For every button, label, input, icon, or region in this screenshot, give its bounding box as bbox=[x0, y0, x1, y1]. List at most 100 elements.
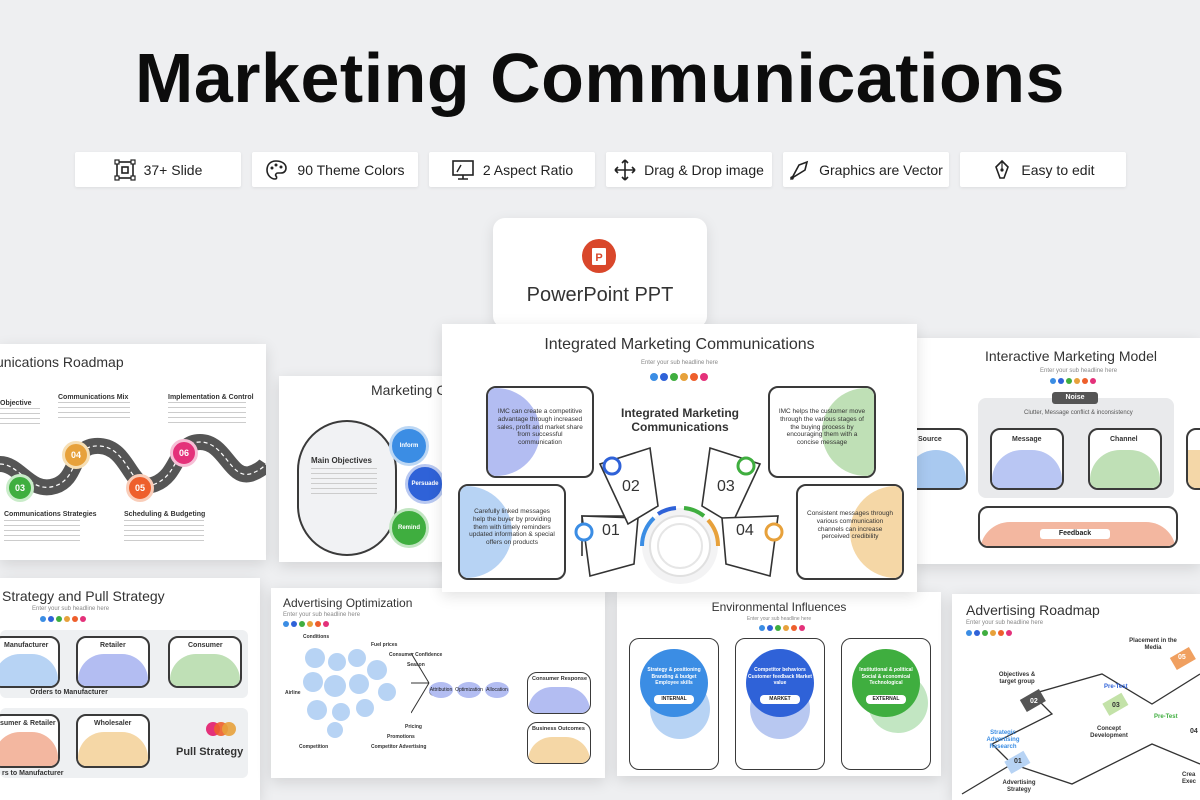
roadmap-label: Concept Development bbox=[1090, 726, 1128, 740]
powerpoint-card: P PowerPoint PPT bbox=[493, 218, 707, 328]
noise-subtitle: Clutter, Message conflict & inconsistenc… bbox=[1024, 410, 1133, 416]
slide-subtitle: Enter your sub headline here bbox=[966, 620, 1044, 626]
slide-title: Strategy and Pull Strategy bbox=[2, 588, 165, 604]
feedback-loop bbox=[978, 506, 1178, 548]
body-text-placeholder bbox=[168, 402, 246, 424]
node-receiver bbox=[1186, 428, 1200, 490]
segment-number: 04 bbox=[736, 522, 754, 539]
body-text-placeholder bbox=[124, 520, 204, 542]
roadmap-label: Pre-Test bbox=[1104, 684, 1128, 690]
slide-subtitle: Enter your sub headline here bbox=[283, 612, 361, 618]
monitor-icon bbox=[452, 159, 474, 180]
outcome-consumer-response: Consumer Response bbox=[527, 672, 591, 714]
node-remind: Remind bbox=[389, 508, 429, 548]
factor-label: Airline bbox=[285, 690, 301, 696]
slide-frame-icon bbox=[114, 158, 136, 181]
pull-dot bbox=[222, 722, 236, 736]
roadmap-label: Placement in the Media bbox=[1129, 638, 1177, 652]
node-consumer-retailer: sumer & Retailer bbox=[0, 714, 60, 768]
node-wholesaler: Wholesaler bbox=[76, 714, 150, 768]
step-badge: 03 bbox=[6, 474, 34, 502]
step-badge: 06 bbox=[170, 439, 198, 467]
segment-diagram bbox=[574, 446, 784, 584]
palette-dots bbox=[966, 630, 1012, 636]
slide-subtitle: Enter your sub headline here bbox=[1040, 368, 1118, 374]
palette-dots bbox=[759, 625, 805, 631]
info-box-top-left: IMC can create a competitive advantage t… bbox=[486, 386, 594, 478]
slide-imc[interactable]: Integrated Marketing Communications Ente… bbox=[442, 324, 917, 592]
slide-advertising-roadmap[interactable]: Advertising Roadmap Enter your sub headl… bbox=[952, 594, 1200, 800]
feature-label: Drag & Drop image bbox=[644, 161, 764, 178]
step-label: Communications Strategies bbox=[4, 511, 97, 518]
feature-vector: Graphics are Vector bbox=[783, 152, 949, 187]
move-arrows-icon bbox=[614, 158, 636, 181]
body-text-placeholder bbox=[58, 402, 130, 420]
node-retailer: Retailer bbox=[76, 636, 150, 688]
factor-label: Conditions bbox=[303, 634, 330, 640]
env-card-internal: Strategy & positioning Branding & budget… bbox=[629, 638, 719, 770]
feature-colors: 90 Theme Colors bbox=[252, 152, 418, 187]
flow-label: rs to Manufacturer bbox=[2, 770, 64, 777]
chain-node: Attribution bbox=[429, 682, 453, 698]
factor-label: Consumer Confidence bbox=[389, 652, 443, 658]
palette-dots bbox=[650, 373, 708, 381]
feature-aspect: 2 Aspect Ratio bbox=[429, 152, 595, 187]
palette-dots bbox=[40, 616, 86, 622]
slide-subtitle: Enter your sub headline here bbox=[32, 606, 110, 612]
env-card-market: Competitor behaviors Customer feedback M… bbox=[735, 638, 825, 770]
slide-title: Environmental Influences bbox=[711, 600, 847, 614]
feature-label: 90 Theme Colors bbox=[297, 161, 405, 178]
pen-nib-icon bbox=[995, 159, 1010, 179]
feature-label: 37+ Slide bbox=[143, 161, 203, 178]
slide-title: Integrated Marketing Communications bbox=[544, 336, 815, 353]
outcome-business: Business Outcomes bbox=[527, 722, 591, 764]
roadmap-label: Strategic Advertising Research bbox=[986, 730, 1020, 751]
slide-interactive-model[interactable]: Interactive Marketing Model Enter your s… bbox=[914, 338, 1200, 564]
factor-bubbles bbox=[303, 648, 396, 738]
factor-label: Pricing bbox=[405, 724, 422, 730]
flow-label: Orders to Manufacturer bbox=[30, 689, 108, 696]
roadmap-label: Crea Exec bbox=[1182, 772, 1197, 786]
chain-node: Allocation bbox=[485, 682, 509, 698]
roadmap-label: Advertising Strategy bbox=[1002, 780, 1036, 794]
roadmap-number: 03 bbox=[1112, 702, 1120, 709]
step-label: Objective bbox=[0, 400, 32, 407]
feature-label: Easy to edit bbox=[1021, 161, 1095, 178]
slide-push-pull[interactable]: Strategy and Pull Strategy Enter your su… bbox=[0, 578, 260, 800]
slide-advertising-optimization[interactable]: Advertising Optimization Enter your sub … bbox=[271, 588, 605, 778]
palette-dots bbox=[283, 621, 329, 627]
body-text-placeholder bbox=[0, 408, 40, 426]
factor-label: Competitor Advertising bbox=[371, 744, 427, 750]
factor-label: Season bbox=[407, 662, 425, 668]
roadmap-label: Pre-Test bbox=[1154, 714, 1178, 720]
feature-drag-drop: Drag & Drop image bbox=[606, 152, 772, 187]
slide-title: Marketing Co bbox=[371, 382, 449, 398]
slide-communications-roadmap[interactable]: unications Roadmap Objective Communicati… bbox=[0, 344, 266, 560]
slide-title: unications Roadmap bbox=[0, 354, 124, 370]
roadmap-number: 04 bbox=[1190, 728, 1198, 735]
step-badge: 04 bbox=[62, 441, 90, 469]
body-text-placeholder bbox=[4, 520, 80, 542]
slide-subtitle: Enter your sub headline here bbox=[746, 616, 812, 622]
chain-node: Optimization bbox=[455, 682, 483, 698]
segment-number: 01 bbox=[602, 522, 620, 539]
slide-title: Advertising Roadmap bbox=[966, 602, 1100, 618]
feature-edit: Easy to edit bbox=[960, 152, 1126, 187]
powerpoint-label: PowerPoint PPT bbox=[526, 284, 674, 306]
segment-number: 02 bbox=[622, 478, 640, 495]
roadmap-number: 02 bbox=[1030, 698, 1038, 705]
roadmap-number: 01 bbox=[1014, 758, 1022, 765]
env-card-external: Institutional & political Social & econo… bbox=[841, 638, 931, 770]
node-source: Source bbox=[914, 428, 968, 490]
feature-label: Graphics are Vector bbox=[819, 161, 943, 178]
slide-marketing-objectives[interactable]: Marketing Co Main Objectives Inform Pers… bbox=[279, 376, 449, 562]
roadmap-path bbox=[961, 646, 1200, 795]
step-label: Scheduling & Budgeting bbox=[124, 511, 206, 518]
powerpoint-icon: P bbox=[582, 239, 616, 273]
feature-slides: 37+ Slide bbox=[75, 152, 241, 187]
roadmap-label: Objectives & target group bbox=[998, 672, 1036, 686]
slide-title: Advertising Optimization bbox=[283, 596, 413, 610]
page-title: Marketing Communications bbox=[135, 39, 1065, 117]
feature-label: 2 Aspect Ratio bbox=[482, 161, 574, 178]
slide-environmental-influences[interactable]: Environmental Influences Enter your sub … bbox=[617, 592, 941, 776]
